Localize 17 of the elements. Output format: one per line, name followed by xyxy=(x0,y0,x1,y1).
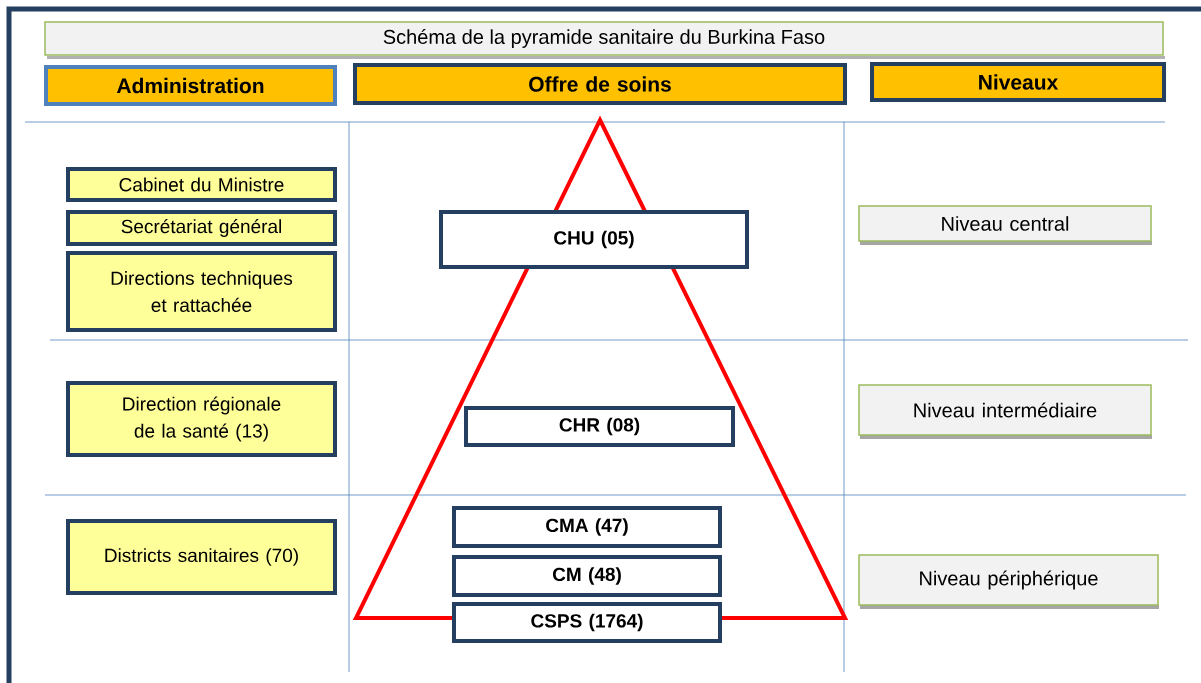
level-box: Niveau périphérique xyxy=(858,554,1159,609)
column-header: Offre de soins xyxy=(353,63,847,105)
admin-box: Secrétariat général xyxy=(66,210,337,246)
title-box: Schéma de la pyramide sanitaire du Burkina Faso xyxy=(44,21,1165,59)
admin-box: Directions techniques et rattachée xyxy=(66,251,337,332)
level-box: Niveau central xyxy=(858,205,1152,245)
admin-box: Cabinet du Ministre xyxy=(66,167,337,202)
facility-box: CM (48) xyxy=(452,555,722,597)
admin-box: Districts sanitaires (70) xyxy=(66,519,337,595)
level-box: Niveau intermédiaire xyxy=(858,384,1152,439)
admin-box: Direction régionale de la santé (13) xyxy=(66,381,337,457)
column-header: Administration xyxy=(44,65,337,106)
column-header: Niveaux xyxy=(870,62,1166,102)
facility-box: CHU (05) xyxy=(439,210,749,269)
facility-box: CSPS (1764) xyxy=(452,602,722,643)
facility-box: CMA (47) xyxy=(452,506,722,548)
facility-box: CHR (08) xyxy=(464,406,735,447)
